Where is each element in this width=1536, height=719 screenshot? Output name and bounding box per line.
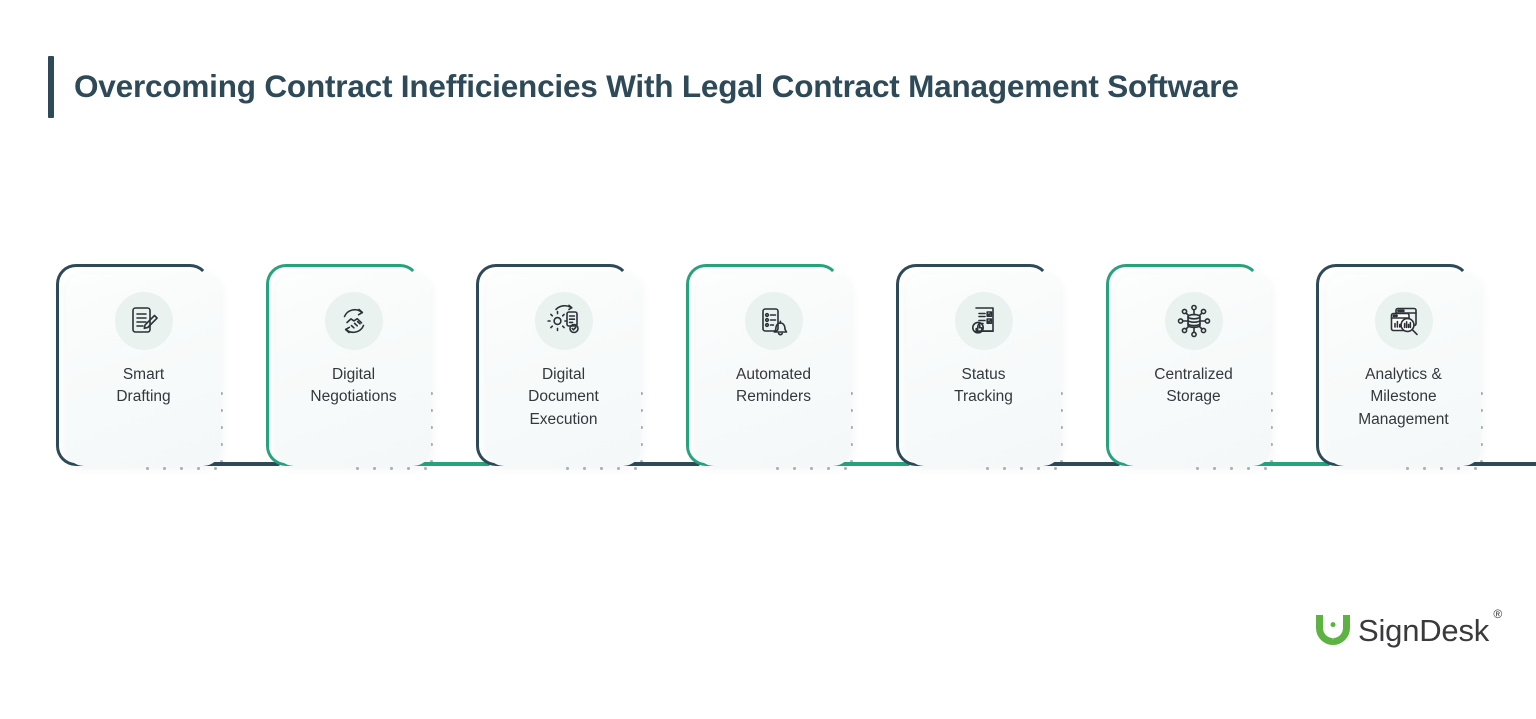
page-title: Overcoming Contract Inefficiencies With … (48, 55, 1239, 119)
card-accent-bottom-bar (408, 462, 490, 466)
handshake-cycle-icon (324, 292, 383, 350)
dot-row-decoration (1406, 467, 1486, 471)
dot-row-decoration (146, 467, 226, 471)
card-accent-bottom-bar (1038, 462, 1120, 466)
dot-column-decoration (850, 392, 856, 472)
card-accent-bottom-bar (1248, 462, 1330, 466)
chart-magnifier-icon (1374, 292, 1433, 350)
dot-column-decoration (1480, 392, 1486, 472)
card-accent-bottom-bar (618, 462, 700, 466)
card-accent-bottom-bar (1458, 462, 1536, 466)
registered-mark: ® (1493, 606, 1503, 621)
dot-column-decoration (220, 392, 226, 472)
document-pen-icon (114, 292, 173, 350)
logo-wordmark: SignDesk® (1358, 608, 1502, 648)
dot-row-decoration (776, 467, 856, 471)
dot-row-decoration (356, 467, 436, 471)
dot-row-decoration (566, 467, 646, 471)
dot-column-decoration (1060, 392, 1066, 472)
title-accent-bar (48, 56, 54, 118)
brand-logo: SignDesk® (1312, 607, 1502, 653)
logo-word-text: SignDesk (1358, 612, 1490, 648)
database-network-icon (1164, 292, 1223, 350)
dot-row-decoration (986, 467, 1066, 471)
dot-column-decoration (640, 392, 646, 472)
dot-column-decoration (1270, 392, 1276, 472)
title-bold: Contract Management Software (771, 68, 1239, 105)
document-thumbsup-icon (954, 292, 1013, 350)
gear-document-check-icon (534, 292, 593, 350)
signdesk-pen-nib-logo-icon (1316, 615, 1350, 645)
dot-column-decoration (430, 392, 436, 472)
card-accent-bottom-bar (828, 462, 910, 466)
title-text: Overcoming Contract Inefficiencies With … (74, 68, 1239, 106)
checklist-bell-icon (744, 292, 803, 350)
card-accent-bottom-bar (198, 462, 280, 466)
dot-row-decoration (1196, 467, 1276, 471)
title-regular: Overcoming Contract Inefficiencies With … (74, 68, 772, 105)
